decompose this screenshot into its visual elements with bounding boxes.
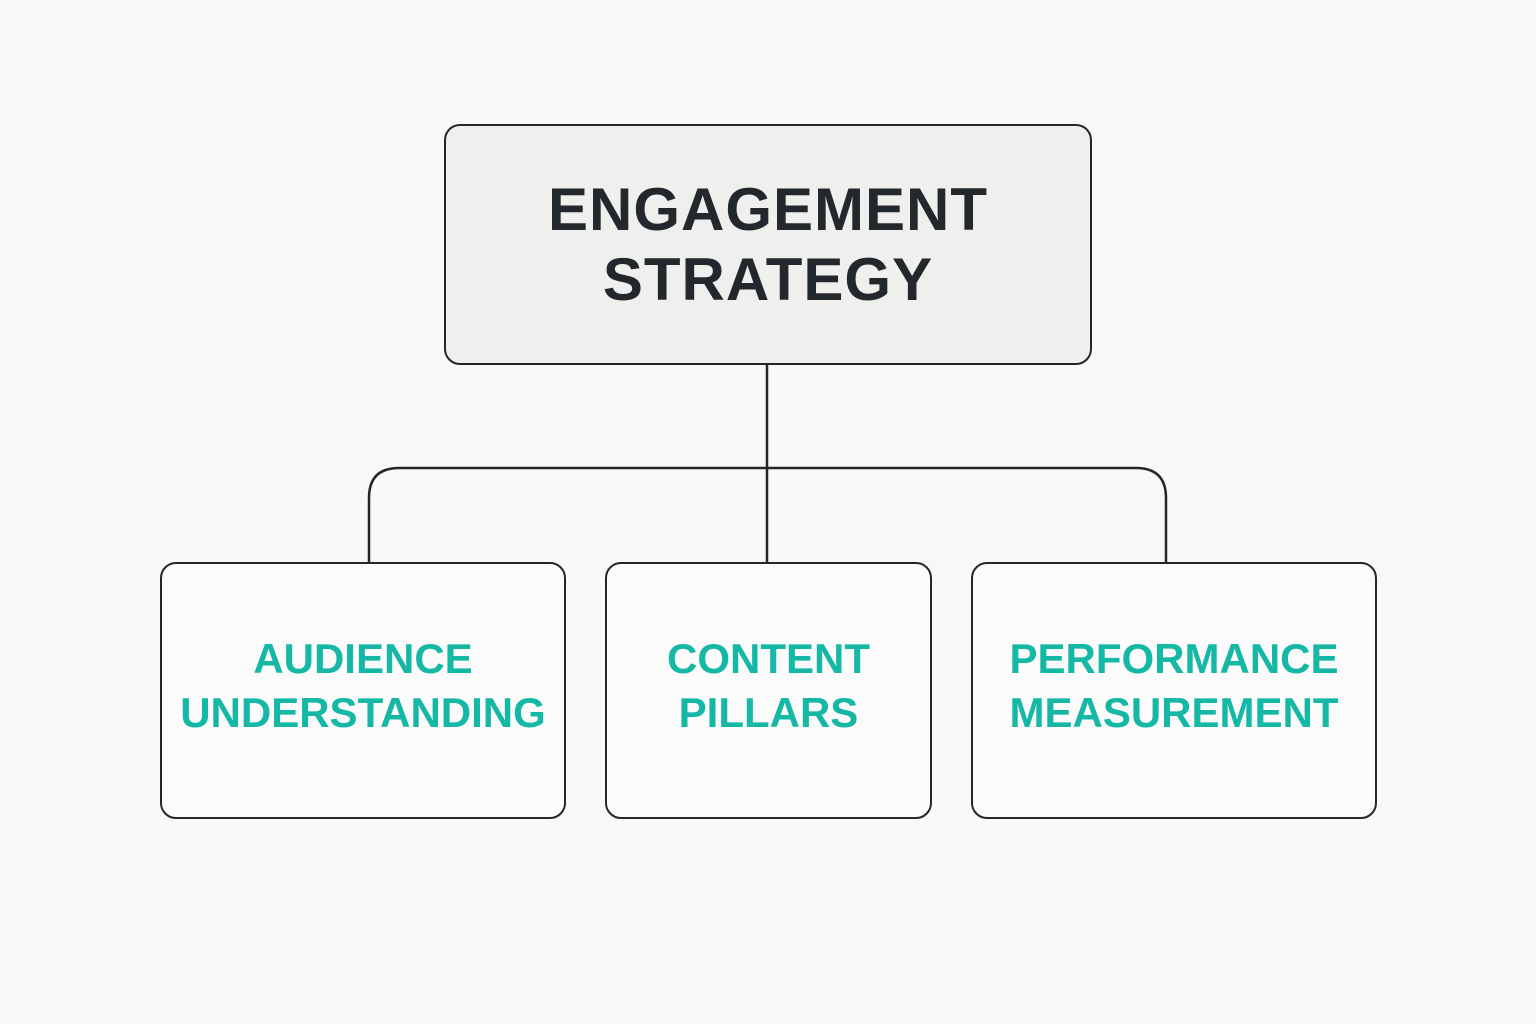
child-node-performance-measurement: PERFORMANCE MEASUREMENT [971, 562, 1377, 819]
child-node-audience-understanding: AUDIENCE UNDERSTANDING [160, 562, 566, 819]
child-node-content-pillars: CONTENT PILLARS [605, 562, 932, 819]
child-label-line2: UNDERSTANDING [180, 688, 546, 736]
root-title-line1: ENGAGEMENT [547, 175, 989, 243]
branch-connector [367, 466, 1168, 563]
child-label-line1: PERFORMANCE [1009, 634, 1339, 682]
child-label-line1: AUDIENCE [253, 634, 473, 682]
root-node-engagement-strategy: ENGAGEMENT STRATEGY [444, 124, 1092, 365]
child-label-line2: PILLARS [678, 688, 859, 736]
child-label-line1: CONTENT [667, 634, 870, 682]
root-title-line2: STRATEGY [602, 245, 934, 313]
child-label-line2: MEASUREMENT [1009, 688, 1339, 736]
